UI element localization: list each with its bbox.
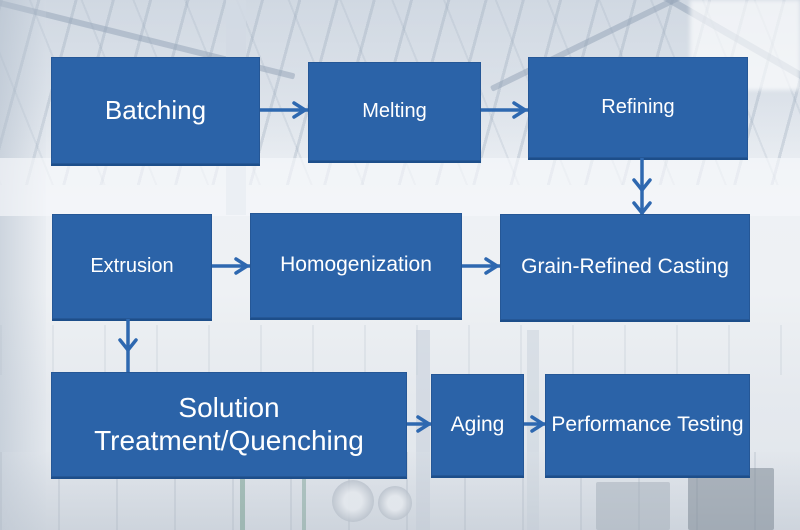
node-performance-testing: Performance Testing <box>545 374 750 478</box>
arrow-melting-to-refining-icon <box>481 99 528 121</box>
bg-post <box>302 476 306 530</box>
bg-aluminium-coil <box>332 480 374 522</box>
node-melting: Melting <box>308 62 481 163</box>
bg-column <box>0 0 46 530</box>
arrow-solution-to-aging-icon <box>407 413 431 435</box>
node-solution-treatment-quenching: Solution Treatment/Quenching <box>51 372 407 479</box>
arrow-aging-to-performance-icon <box>524 413 545 435</box>
node-homogenization: Homogenization <box>250 213 462 320</box>
arrow-batching-to-melting-icon <box>260 99 308 121</box>
arrow-homogenization-to-casting-icon <box>462 255 500 277</box>
arrow-refining-to-casting-icon <box>631 158 653 214</box>
node-refining: Refining <box>528 57 748 160</box>
arrow-extrusion-to-homogenization-icon <box>212 255 250 277</box>
bg-machine <box>596 482 670 530</box>
node-extrusion: Extrusion <box>52 214 212 321</box>
bg-aluminium-coil <box>378 486 412 520</box>
bg-haze-band <box>0 158 800 216</box>
node-aging: Aging <box>431 374 524 478</box>
node-grain-refined-casting: Grain-Refined Casting <box>500 214 750 322</box>
arrow-extrusion-to-solution-icon <box>117 319 139 372</box>
node-batching: Batching <box>51 57 260 166</box>
